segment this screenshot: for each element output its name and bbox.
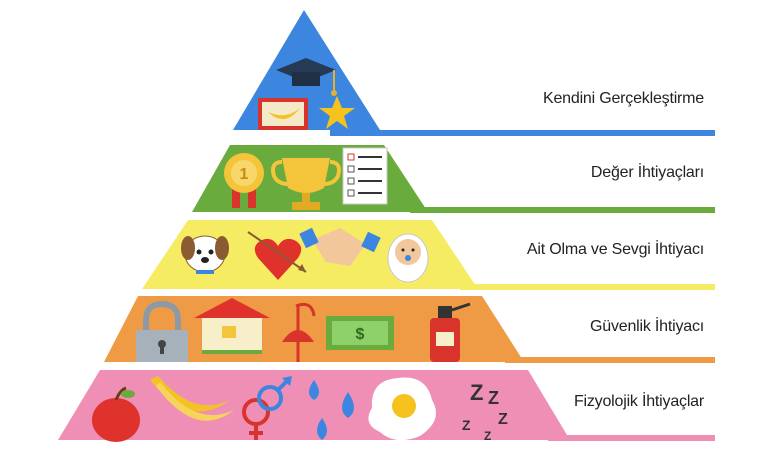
apple-icon xyxy=(92,386,140,442)
padlock-icon xyxy=(136,300,188,362)
house-icon xyxy=(194,298,270,354)
medal-icon: 1 xyxy=(224,153,264,208)
banana-frame-icon xyxy=(258,98,308,130)
money-icon: $ xyxy=(326,316,394,350)
banana-icon xyxy=(150,376,234,421)
handshake-icon xyxy=(299,227,381,266)
svg-text:$: $ xyxy=(356,326,365,343)
fried-egg-icon xyxy=(368,377,436,441)
fire-extinguisher-icon xyxy=(430,302,471,362)
level-label-physiological: Fizyolojik İhtiyaçlar xyxy=(573,393,704,410)
water-drops-icon xyxy=(309,380,354,440)
level-underline xyxy=(548,435,715,441)
level-love-belonging xyxy=(142,220,715,290)
level-label-esteem: Değer İhtiyaçları xyxy=(590,164,704,181)
level-underline xyxy=(505,357,715,363)
svg-text:1: 1 xyxy=(240,166,249,183)
checklist-icon xyxy=(342,147,388,205)
umbrella-icon xyxy=(282,302,316,362)
svg-text:Z: Z xyxy=(470,380,483,405)
level-underline xyxy=(410,207,715,213)
heart-arrow-icon xyxy=(247,231,307,280)
baby-icon xyxy=(387,233,429,283)
level-label-self-actualization: Kendini Gerçekleştirme xyxy=(543,90,704,107)
star-icon xyxy=(319,96,355,129)
svg-text:Z: Z xyxy=(498,411,508,428)
svg-text:Z: Z xyxy=(488,388,499,408)
sleep-z-icon: Z Z Z Z Z xyxy=(462,380,508,443)
graduation-cap-icon xyxy=(276,58,337,96)
svg-text:Z: Z xyxy=(462,417,471,433)
level-label-love-belonging: Ait Olma ve Sevgi İhtiyacı xyxy=(526,241,704,258)
level-underline xyxy=(330,130,715,136)
dog-icon xyxy=(181,235,229,274)
gender-symbols-icon xyxy=(242,376,292,440)
level-safety: $ xyxy=(104,296,715,363)
level-esteem: 1 xyxy=(192,145,715,213)
trophy-icon xyxy=(271,158,341,210)
level-label-safety: Güvenlik İhtiyacı xyxy=(590,318,704,335)
level-underline xyxy=(460,284,715,290)
svg-text:Z: Z xyxy=(484,429,491,443)
level-self-actualization xyxy=(233,10,715,136)
level-physiological: Z Z Z Z Z xyxy=(58,370,715,443)
